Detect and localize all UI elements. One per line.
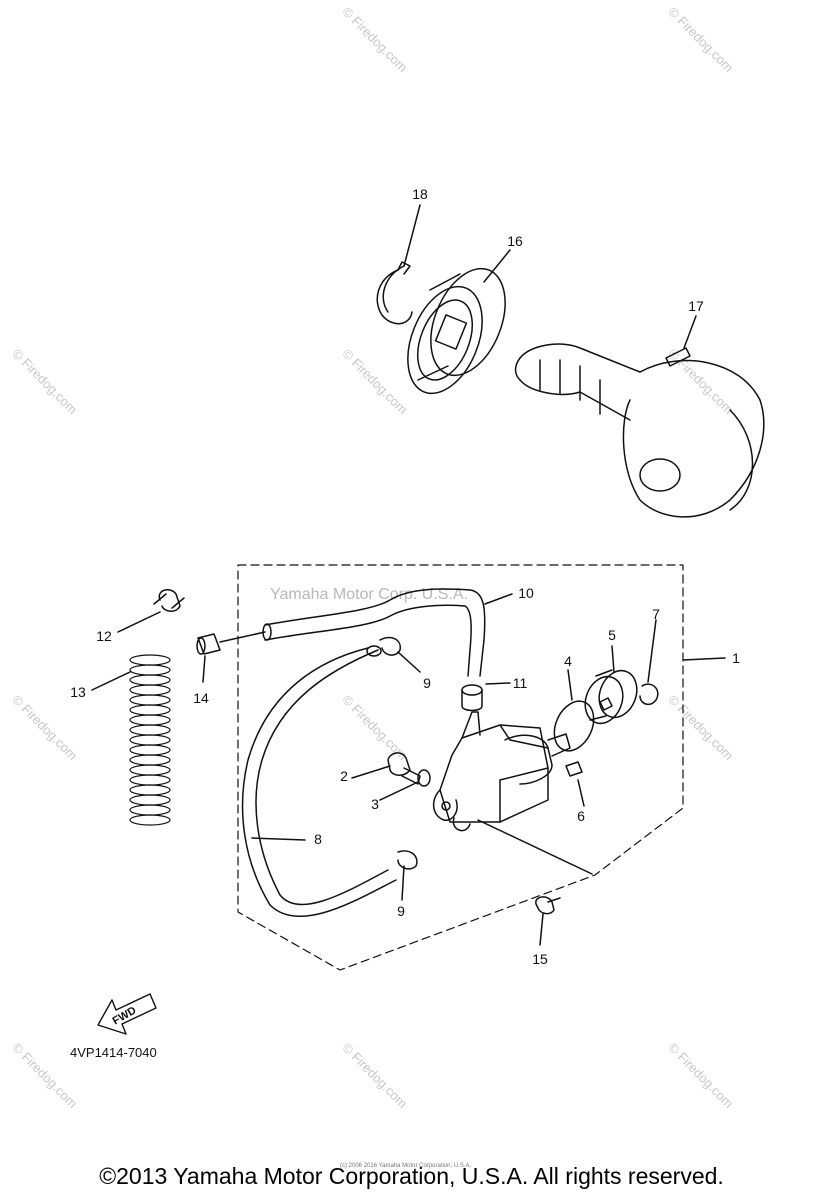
leader-6 [577, 779, 585, 807]
leader-11 [485, 682, 511, 685]
part-label-7: 7 [652, 606, 660, 622]
part-label-11: 11 [512, 675, 528, 691]
part-label-16: 16 [507, 233, 523, 249]
part-label-15: 15 [532, 951, 548, 967]
diagram-code: 4VP1414-7040 [70, 1045, 157, 1060]
part-label-5: 5 [608, 627, 616, 643]
leader-18 [403, 204, 421, 267]
spring-part [129, 654, 171, 826]
clamp-part-upper [379, 636, 401, 656]
cap-part [196, 633, 221, 655]
leader-4 [567, 669, 573, 701]
part-label-9-upper: 9 [423, 675, 431, 691]
leader-3 [379, 781, 419, 801]
leader-13 [91, 671, 131, 691]
screw-part [535, 896, 561, 915]
tiny-copyright-note: (c) 2006 2016 Yamaha Motor Corporation, … [340, 1163, 472, 1169]
part-label-18: 18 [412, 186, 428, 202]
part-label-8: 8 [314, 831, 322, 847]
clamp-part-lower [397, 850, 418, 870]
part-label-4: 4 [564, 653, 572, 669]
part-label-12: 12 [96, 628, 112, 644]
oil-pump-part [432, 711, 571, 832]
crankshaft-part [514, 343, 765, 518]
pulley-part [407, 267, 506, 395]
clip-part [153, 589, 185, 612]
leader-12 [117, 611, 161, 633]
fwd-arrow-icon [97, 993, 157, 1035]
part-label-10: 10 [518, 585, 534, 601]
part-label-14: 14 [193, 690, 209, 706]
leader-15 [539, 913, 544, 946]
leader-5 [611, 645, 615, 673]
hose-lower-part [241, 645, 397, 917]
part-label-1: 1 [732, 650, 740, 666]
leader-2 [351, 765, 391, 779]
leader-17 [683, 315, 697, 349]
part-label-13: 13 [70, 684, 86, 700]
leader-14 [202, 655, 206, 683]
gear-part [584, 669, 638, 725]
part-label-2: 2 [340, 768, 348, 784]
pin-part [565, 761, 583, 777]
circlip-part [376, 261, 413, 325]
collar-part [461, 684, 483, 712]
leader-14a [219, 631, 266, 643]
leader-9a [397, 651, 421, 673]
leader-7 [647, 619, 657, 683]
part-label-9-lower: 9 [397, 903, 405, 919]
part-label-3: 3 [371, 796, 379, 812]
leader-1 [682, 657, 726, 661]
hose-top-part [262, 588, 486, 677]
washer-part [417, 769, 431, 787]
leader-assembly [477, 819, 593, 875]
part-label-17: 17 [688, 298, 704, 314]
copyright-footer: ©2013 Yamaha Motor Corporation, U.S.A. A… [99, 1163, 724, 1189]
leader-16 [483, 249, 511, 283]
part-label-6: 6 [577, 808, 585, 824]
leader-10 [484, 593, 513, 605]
dowel-pin-part [665, 347, 691, 367]
circlip-small-part [639, 683, 659, 706]
leader-8 [251, 837, 306, 841]
o-ring-part [553, 700, 595, 752]
leader-9b [401, 865, 405, 901]
bolt-part [387, 752, 421, 785]
assembly-box [237, 564, 684, 971]
